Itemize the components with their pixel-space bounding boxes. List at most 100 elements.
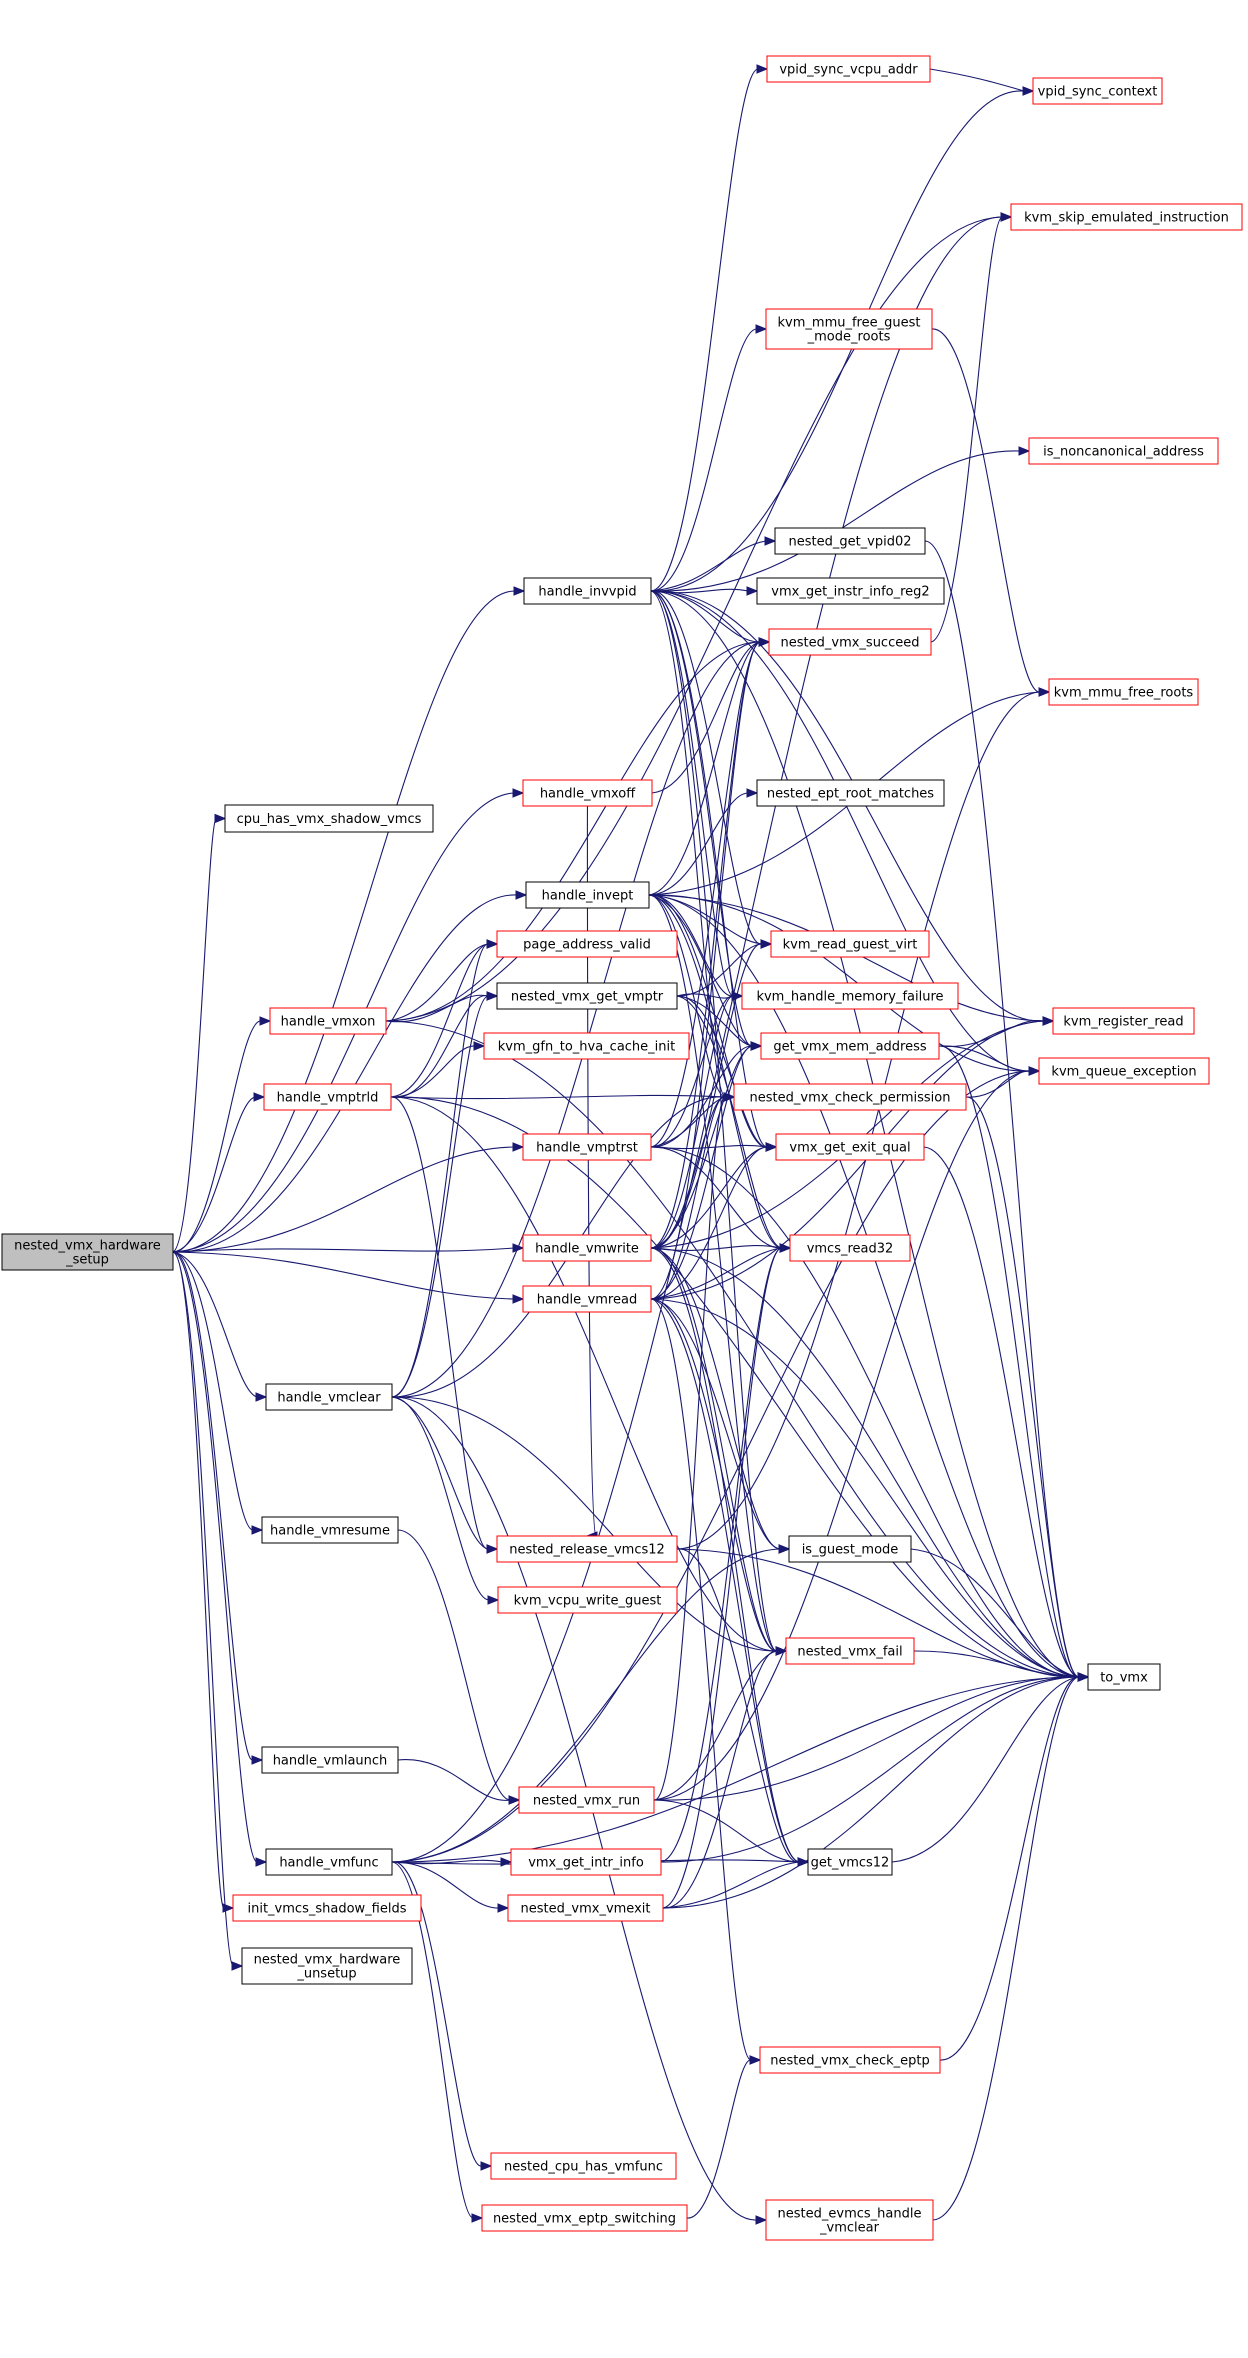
call-edge-vmread-succeed [650,637,771,1300]
edge-line [385,1020,1080,1678]
function-node-check_perm[interactable]: nested_vmx_check_permission [733,1083,967,1111]
function-node-ept_root[interactable]: nested_ept_root_matches [756,779,945,807]
function-node-mmu_free_guest[interactable]: kvm_mmu_free_guest_mode_roots [765,308,933,350]
function-node-vmwrite[interactable]: handle_vmwrite [522,1234,652,1262]
function-node-read_guest[interactable]: kvm_read_guest_virt [770,930,930,958]
call-edge-vmfunc-cpu_vmfunc [391,1861,493,2171]
node-label: init_vmcs_shadow_fields [248,1902,407,1917]
function-node-intr_info[interactable]: vmx_get_intr_info [510,1848,662,1876]
function-node-vmxon[interactable]: handle_vmxon [269,1007,387,1035]
call-edge-vmresume-vmx_run [397,1529,521,1805]
edge-arrowhead [779,1243,792,1253]
function-node-eptp_switch[interactable]: nested_vmx_eptp_switching [481,2204,688,2232]
function-node-succeed[interactable]: nested_vmx_succeed [768,628,932,656]
node-box [766,55,931,83]
function-node-to_vmx[interactable]: to_vmx [1087,1663,1161,1691]
node-label: _vmclear [819,2221,880,2236]
call-edge-check_perm-queue_exc [965,1066,1041,1098]
function-node-invept[interactable]: handle_invept [525,881,650,909]
call-edge-invept-succeed [648,637,771,896]
edge-line [931,328,1041,693]
function-node-skip_instr[interactable]: kvm_skip_emulated_instruction [1010,203,1243,231]
edge-arrowhead [251,1755,264,1765]
edge-line [390,943,489,1098]
call-edge-root-vmptrst [172,1142,525,1253]
function-node-vpid_addr[interactable]: vpid_sync_vcpu_addr [766,55,931,83]
function-node-release[interactable]: nested_release_vmcs12 [496,1535,678,1563]
node-box [1032,77,1163,105]
edge-line [938,1045,1080,1678]
function-node-exit_qual[interactable]: vmx_get_exit_qual [775,1133,925,1161]
edge-line [385,641,761,1022]
node-box [269,1007,387,1035]
function-node-page_valid[interactable]: page_address_valid [496,930,678,958]
function-node-vmx_run[interactable]: nested_vmx_run [518,1786,655,1814]
function-node-vmx_fail[interactable]: nested_vmx_fail [785,1637,915,1665]
function-node-root[interactable]: nested_vmx_hardware_setup [1,1233,174,1271]
function-node-init_shadow[interactable]: init_vmcs_shadow_fields [232,1894,422,1922]
edge-line [662,1650,778,1909]
edge-line [650,1247,778,1652]
function-node-vmlaunch[interactable]: handle_vmlaunch [261,1746,399,1774]
edge-line [929,68,1025,92]
function-node-evmcs[interactable]: nested_evmcs_handle_vmclear [765,2199,934,2241]
function-node-instr_info[interactable]: vmx_get_instr_info_reg2 [756,577,945,605]
call-edge-root-vmxon [172,1016,272,1253]
function-node-vmcs_read32[interactable]: vmcs_read32 [789,1234,911,1262]
node-box [807,1848,893,1876]
node-box [1038,1057,1210,1085]
function-node-queue_exc[interactable]: kvm_queue_exception [1038,1057,1210,1085]
function-node-get_vpid02[interactable]: nested_get_vpid02 [774,527,926,555]
function-node-reg_read[interactable]: kvm_register_read [1052,1007,1195,1035]
function-node-check_eptp[interactable]: nested_vmx_check_eptp [759,2046,941,2074]
node-box [224,804,434,833]
function-node-get_vmptr[interactable]: nested_vmx_get_vmptr [496,982,678,1010]
edge-line [938,1045,1031,1072]
edge-arrowhead [797,1857,810,1867]
node-box [765,2199,934,2241]
function-node-unsetup[interactable]: nested_vmx_hardware_unsetup [241,1947,413,1985]
edge-line [650,590,734,997]
edge-line [385,943,489,1022]
edge-line [391,1070,1031,1863]
function-node-vmexit[interactable]: nested_vmx_vmexit [507,1894,664,1922]
node-box [525,881,650,909]
function-node-noncanon[interactable]: is_noncanonical_address [1028,437,1219,465]
node-label: nested_vmx_run [533,1794,640,1809]
function-node-invvpid[interactable]: handle_invvpid [523,577,652,605]
function-node-guest_mode[interactable]: is_guest_mode [788,1535,912,1563]
edge-line [650,328,758,592]
function-node-vmfunc[interactable]: handle_vmfunc [265,1848,393,1876]
function-node-get_vmcs12[interactable]: get_vmcs12 [807,1848,893,1876]
function-node-vmresume[interactable]: handle_vmresume [261,1516,399,1544]
edge-arrowhead [765,1142,778,1152]
node-label: get_vmx_mem_address [773,1040,927,1055]
function-node-cpu_shadow[interactable]: cpu_has_vmx_shadow_vmcs [224,804,434,833]
edge-arrowhead [1077,1672,1090,1682]
call-edge-vmwrite-to_vmx [650,1247,1090,1682]
function-node-mem_fail[interactable]: kvm_handle_memory_failure [741,982,959,1010]
function-node-vmread[interactable]: handle_vmread [522,1285,652,1313]
edge-arrowhead [1018,446,1031,456]
call-edge-invvpid-get_vpid02 [650,536,777,592]
function-node-vpid_ctx[interactable]: vpid_sync_context [1032,77,1163,105]
edge-line [391,943,489,1398]
node-label: handle_vmxoff [540,787,636,802]
edge-line [391,995,489,1398]
function-node-vmptrst[interactable]: handle_vmptrst [522,1133,652,1161]
function-node-cpu_vmfunc[interactable]: nested_cpu_has_vmfunc [490,2152,677,2180]
function-node-mem_addr[interactable]: get_vmx_mem_address [760,1032,940,1060]
call-edge-vmptrst-succeed [650,637,771,1148]
function-node-vmclear[interactable]: handle_vmclear [265,1383,393,1411]
function-node-vmptrld[interactable]: handle_vmptrld [263,1083,392,1111]
edge-arrowhead [723,1092,736,1102]
function-node-vmxoff[interactable]: handle_vmxoff [522,779,653,807]
function-node-write_guest[interactable]: kvm_vcpu_write_guest [497,1586,678,1614]
edge-arrowhead [750,1041,763,1051]
edge-arrowhead [473,1041,486,1051]
edge-line [172,1251,258,1863]
function-node-mmu_free_roots[interactable]: kvm_mmu_free_roots [1048,678,1199,706]
function-node-gfn_hva[interactable]: kvm_gfn_to_hva_cache_init [483,1032,690,1060]
node-label: handle_vmclear [277,1391,381,1406]
node-label: nested_vmx_succeed [781,636,920,651]
